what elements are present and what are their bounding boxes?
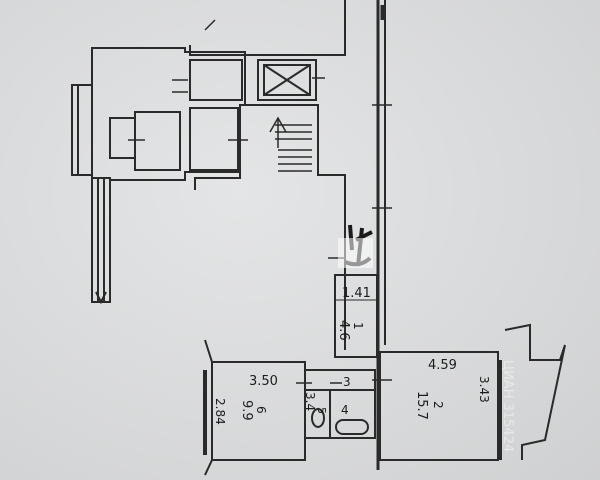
room-6-labels: 6 9.9 — [239, 400, 268, 421]
label-kitchen-depth: 2.84 — [213, 398, 227, 425]
landing-wall — [245, 104, 346, 350]
bathtub — [335, 419, 369, 435]
label-room-4: 4 — [341, 403, 349, 417]
label-room-width: 4.59 — [428, 358, 457, 373]
elevator-inner — [263, 64, 311, 96]
label-room-3: 3 — [343, 375, 351, 389]
lift-room-c — [134, 111, 181, 171]
hall-3 — [304, 369, 376, 391]
elevator — [257, 59, 317, 101]
chute-arrow — [95, 291, 107, 305]
elevator-cross-2 — [263, 64, 311, 96]
watermark-group: ЦИАН 315424 — [500, 360, 515, 452]
label-room-6-area: 9.9 — [239, 400, 254, 421]
left-balcony — [71, 84, 93, 176]
toilet — [311, 408, 325, 428]
bath-depth-label-group: 3.4 — [303, 392, 317, 411]
label-room-1-number: 1 — [351, 322, 365, 330]
kitchen-window-wall — [204, 339, 213, 476]
label-room-2-number: 2 — [431, 401, 445, 409]
label-room-1-area: 4.6 — [336, 320, 351, 341]
lift-room-a — [189, 59, 243, 101]
label-bath-depth: 3.4 — [303, 392, 317, 411]
room-1-labels: 1 4.6 — [336, 320, 365, 341]
label-room-depth: 3.43 — [477, 376, 491, 403]
stair-block — [91, 47, 246, 181]
watermark: ЦИАН 315424 — [500, 360, 515, 452]
vent-block — [109, 117, 136, 159]
white-patch — [338, 238, 373, 268]
loggia — [504, 323, 566, 460]
label-room-2-area: 15.7 — [414, 391, 429, 420]
top-wall — [189, 0, 346, 56]
label-corridor-width: 1.41 — [342, 286, 371, 301]
stairs — [269, 116, 312, 172]
kitchen-depth-label-group: 2.84 — [213, 398, 227, 425]
garbage-chute — [91, 178, 111, 303]
room-2-labels: 2 15.7 — [414, 391, 445, 420]
lift-room-b — [189, 107, 239, 171]
label-room-5: 5 — [315, 407, 328, 414]
scribble-mark — [344, 224, 373, 267]
landing-bottom — [194, 172, 241, 190]
bath-4 — [329, 389, 376, 439]
label-room-6-number: 6 — [254, 406, 268, 414]
label-kitchen-width: 3.50 — [249, 374, 278, 389]
room-depth-label-group: 3.43 — [477, 376, 491, 403]
room-5-label-group: 5 — [315, 407, 328, 414]
corridor — [334, 274, 378, 358]
walls — [71, 0, 566, 476]
